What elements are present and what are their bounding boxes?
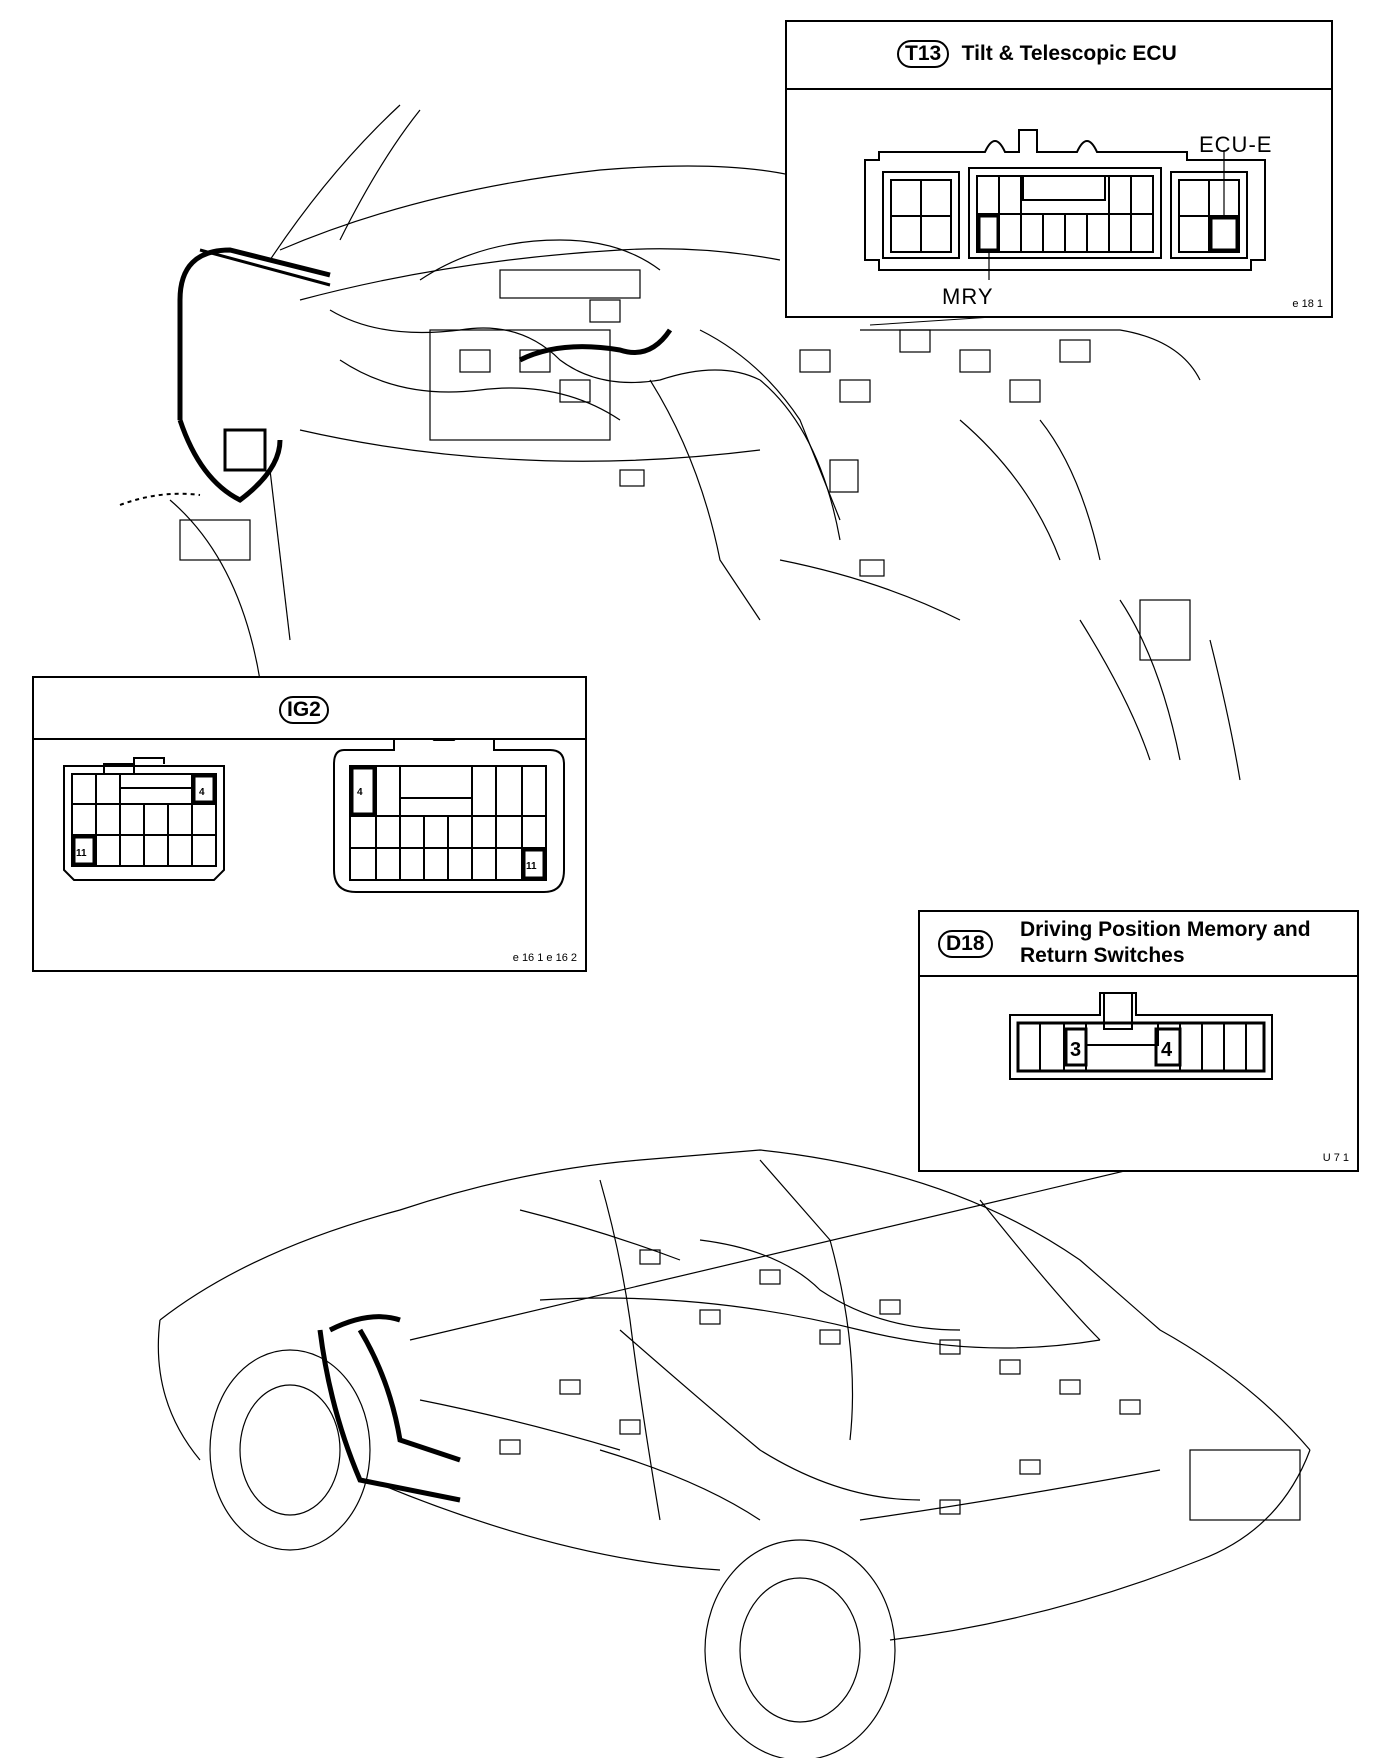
- connector-box-ig2: IG2: [32, 676, 587, 972]
- figure-ref-d18: U 7 1: [1322, 1152, 1349, 1164]
- box-header-t13: T13 Tilt & Telescopic ECU: [787, 22, 1331, 90]
- connector-box-d18: D18 Driving Position Memory and Return S…: [918, 910, 1359, 1172]
- pin-label-ecu-e: ECU-E: [1199, 132, 1273, 157]
- connector-code-d18: D18: [938, 930, 993, 958]
- connector-face-t13: [864, 129, 1266, 280]
- figure-ref-t13: e 18 1: [1292, 298, 1323, 310]
- connector-code-ig2: IG2: [279, 696, 329, 724]
- d18-pin-4: 4: [1161, 1039, 1173, 1061]
- dashboard-illustration: [169, 104, 1241, 781]
- box-header-d18: D18 Driving Position Memory and Return S…: [920, 912, 1357, 977]
- ig2-left-pin-11: 11: [76, 848, 87, 859]
- connector-face-d18: 3 4: [1009, 992, 1273, 1080]
- vehicle-illustration: [157, 1149, 1311, 1758]
- box-header-ig2: IG2: [34, 678, 585, 740]
- connector-title-d18-line2: Return Switches: [1020, 944, 1185, 967]
- harness-highlight-dashboard: [177, 247, 673, 503]
- connector-title-d18-line1: Driving Position Memory and: [1020, 918, 1311, 941]
- d18-pin-3: 3: [1070, 1039, 1081, 1061]
- ig2-left-pin-4: 4: [199, 787, 205, 798]
- pin-label-mry: MRY: [942, 284, 994, 309]
- harness-highlight-vehicle: [317, 1314, 461, 1503]
- connector-face-ig2: 4 11 4 11: [63, 740, 565, 893]
- figure-ref-ig2: e 16 1 e 16 2: [512, 952, 577, 964]
- ig2-right-pin-4: 4: [357, 787, 363, 798]
- leader-line-d18: [409, 1164, 1151, 1341]
- connector-code-t13: T13: [897, 40, 950, 68]
- connector-box-t13: T13 Tilt & Telescopic ECU: [785, 20, 1333, 318]
- connector-title-t13: Tilt & Telescopic ECU: [961, 42, 1177, 65]
- ig2-right-pin-11: 11: [526, 861, 537, 872]
